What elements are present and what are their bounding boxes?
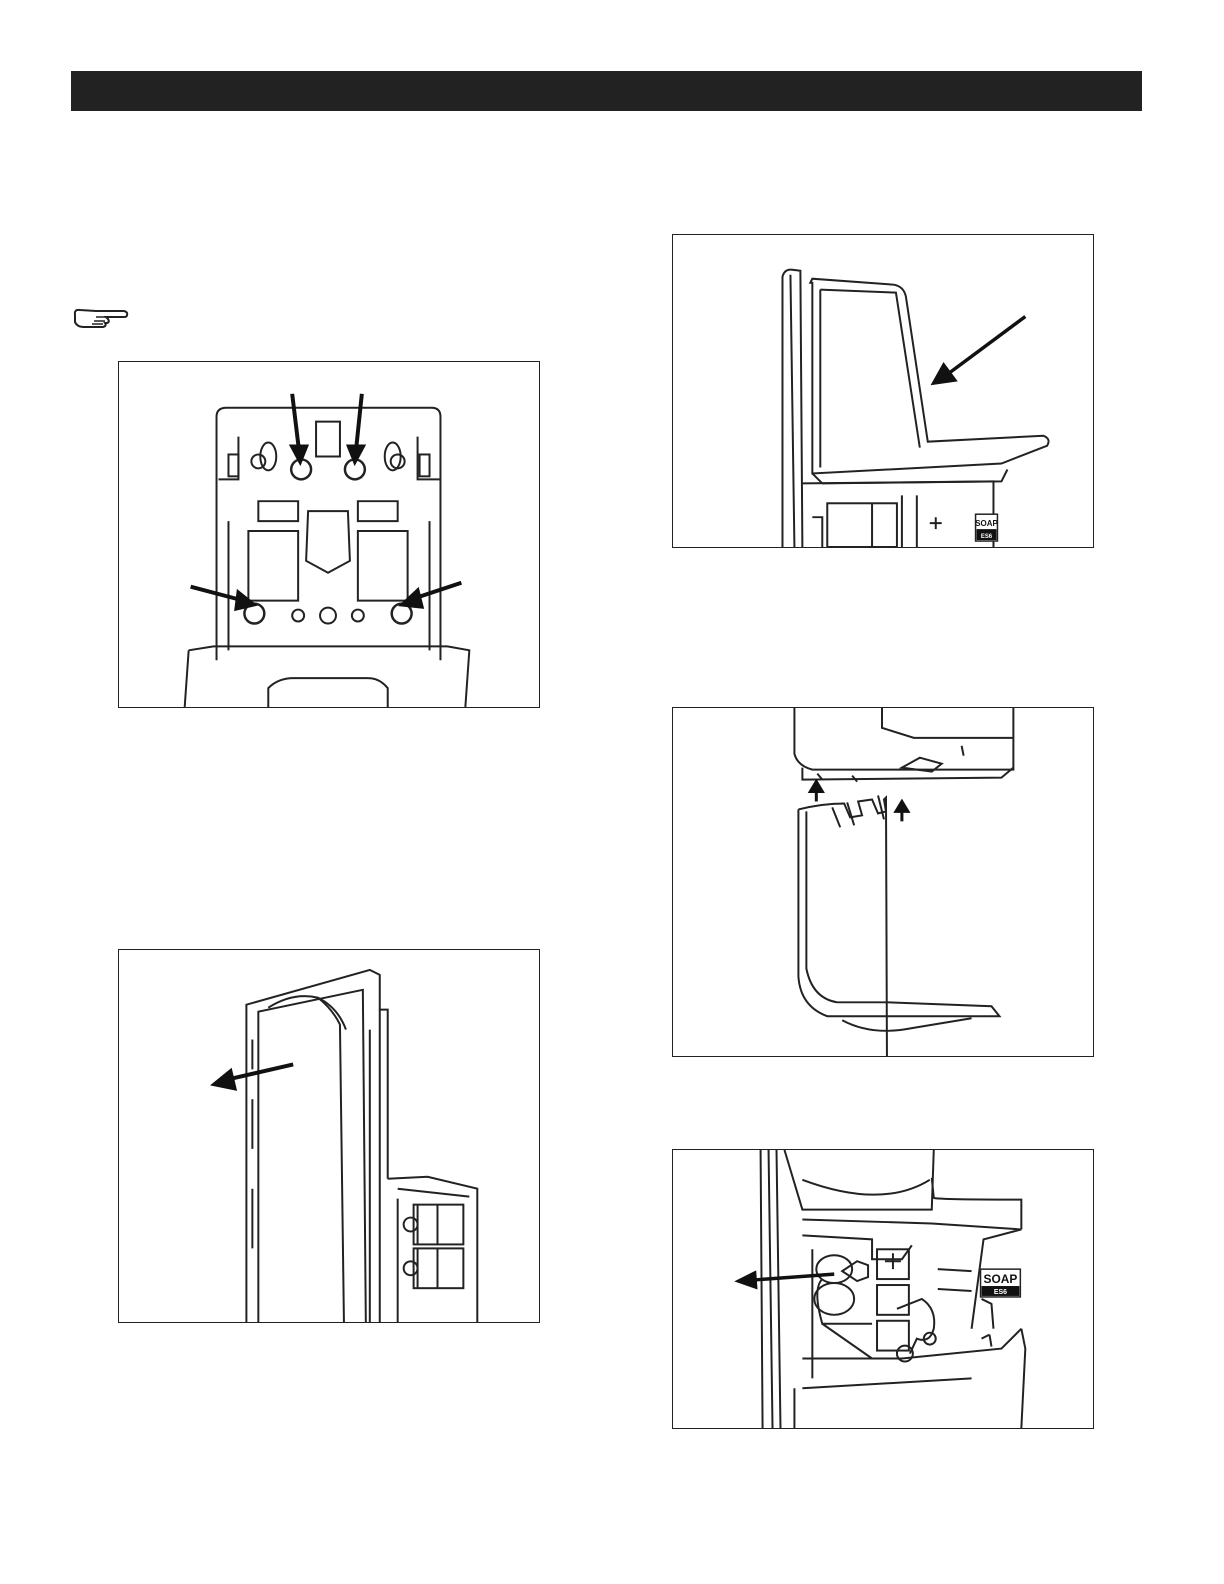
soap-label-text: SOAP [984,1272,1018,1286]
section-header-bar [71,71,1142,111]
drip-shield-install-figure: SOAP ES6 [672,234,1094,548]
soap-code-text: ES6 [994,1289,1007,1296]
adhesive-backing-figure [118,949,540,1323]
refill-removal-figure: SOAP ES6 [672,1149,1094,1429]
soap-code-text: ES6 [981,534,993,540]
soap-label-text: SOAP [975,519,998,528]
mounting-plate-figure [118,361,540,708]
drip-shield-remove-figure [672,707,1094,1057]
pointing-hand-icon [72,306,130,330]
